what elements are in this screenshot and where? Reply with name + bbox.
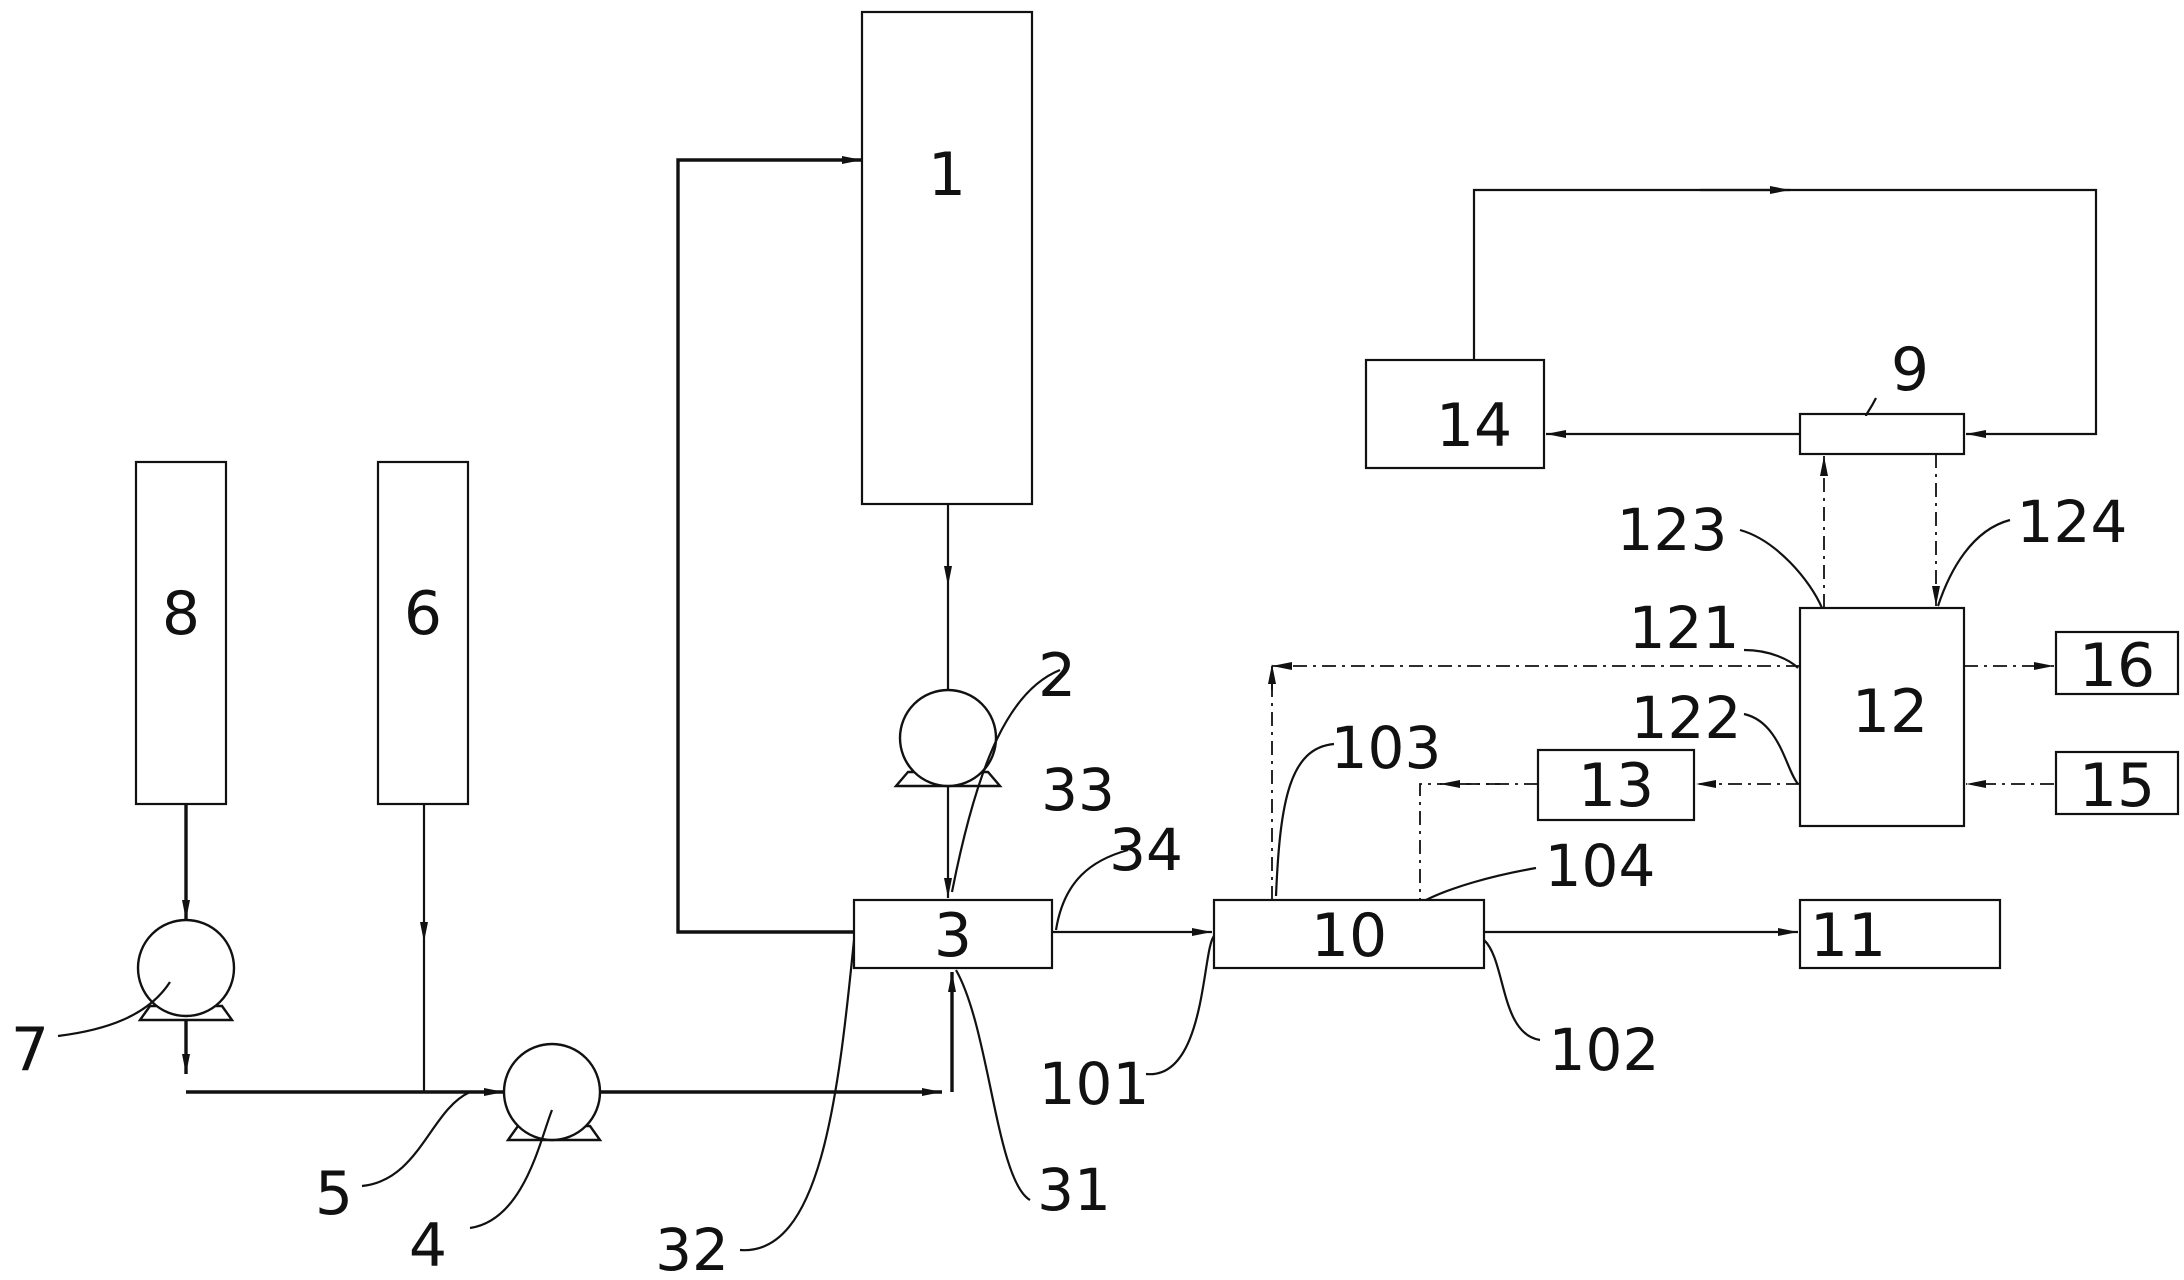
label-9: 9 — [1891, 335, 1929, 405]
label-10: 10 — [1311, 901, 1387, 971]
label-32: 32 — [655, 1216, 729, 1280]
label-5: 5 — [315, 1159, 353, 1229]
unit-11 — [1798, 898, 2002, 970]
label-103: 103 — [1331, 714, 1442, 782]
unit-16 — [2054, 630, 2180, 696]
unit-10 — [1212, 898, 1486, 970]
tank-8 — [134, 460, 228, 806]
mixer-3 — [852, 898, 1054, 970]
tank-1 — [860, 10, 1034, 506]
label-2: 2 — [1038, 641, 1076, 711]
label-33: 33 — [1041, 756, 1115, 824]
unit-15 — [2054, 750, 2180, 816]
label-122: 122 — [1631, 684, 1742, 752]
label-104: 104 — [1545, 832, 1656, 900]
pump-4 — [502, 1042, 603, 1142]
pump-7 — [136, 918, 236, 1022]
label-7: 7 — [11, 1015, 49, 1085]
label-1: 1 — [928, 140, 966, 210]
label-121: 121 — [1629, 594, 1740, 662]
unit-14 — [1364, 358, 1546, 470]
label-4: 4 — [409, 1211, 447, 1280]
label-14: 14 — [1436, 391, 1512, 461]
unit-9 — [1798, 412, 1966, 456]
label-8: 8 — [162, 579, 200, 649]
label-16: 16 — [2079, 631, 2155, 701]
label-15: 15 — [2079, 751, 2155, 821]
pump-2 — [893, 688, 1003, 788]
label-123: 123 — [1617, 496, 1728, 564]
label-101: 101 — [1039, 1050, 1150, 1118]
label-3: 3 — [934, 901, 972, 971]
label-12: 12 — [1852, 677, 1928, 747]
unit-13 — [1536, 748, 1696, 822]
label-11: 11 — [1810, 901, 1886, 971]
label-31: 31 — [1037, 1156, 1111, 1224]
label-13: 13 — [1578, 751, 1654, 821]
unit-12 — [1798, 606, 1966, 828]
tank-6 — [376, 460, 470, 806]
label-124: 124 — [2017, 488, 2128, 556]
label-34: 34 — [1109, 816, 1183, 884]
label-6: 6 — [404, 579, 442, 649]
label-102: 102 — [1549, 1016, 1660, 1084]
